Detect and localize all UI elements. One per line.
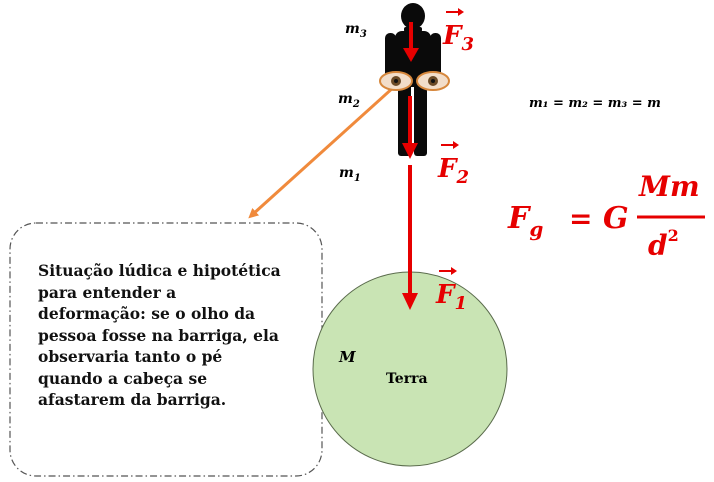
svg-text:F2: F2	[437, 154, 469, 188]
earth-name-label: Terra	[386, 371, 428, 387]
svg-text:=: =	[569, 202, 592, 235]
note-line: quando a cabeça se	[38, 368, 208, 388]
pointer-arrow	[248, 84, 397, 219]
eye-icon-right	[416, 71, 450, 91]
note-line: Situação lúdica e hipotética	[38, 261, 281, 280]
force-label-f2: F2	[437, 141, 469, 188]
note-text: Situação lúdica e hipotética para entend…	[38, 260, 313, 411]
note-box	[9, 222, 323, 477]
svg-text:Mm: Mm	[638, 170, 700, 203]
mass-label-m2: m2	[338, 91, 360, 110]
svg-text:d2: d2	[648, 226, 679, 262]
eye-icon-left	[379, 71, 413, 91]
svg-text:F3: F3	[442, 21, 474, 55]
earth-mass-label: M	[338, 348, 356, 366]
note-line: para entender a	[38, 282, 177, 302]
note-line: pessoa fosse na barriga, ela	[38, 325, 279, 345]
svg-text:G: G	[603, 201, 629, 236]
force-label-f1: F1	[435, 267, 467, 314]
gravity-formula: Fg = G Mm d2	[507, 170, 705, 262]
svg-text:Fg: Fg	[507, 201, 543, 241]
note-line: deformação: se o olho da	[38, 304, 256, 323]
force-arrow-f3	[403, 22, 419, 62]
mass-label-m1: m1	[339, 165, 361, 184]
note-line: observaria tanto o pé	[38, 347, 223, 366]
force-arrow-f2	[402, 96, 418, 159]
note-line: afastarem da barriga.	[38, 390, 227, 409]
force-label-f3: F3	[442, 8, 474, 55]
mass-equality: m₁ = m₂ = m₃ = m	[529, 96, 661, 111]
svg-text:F1: F1	[435, 280, 467, 314]
force-arrow-f1	[402, 165, 418, 310]
mass-label-m3: m3	[345, 21, 367, 40]
